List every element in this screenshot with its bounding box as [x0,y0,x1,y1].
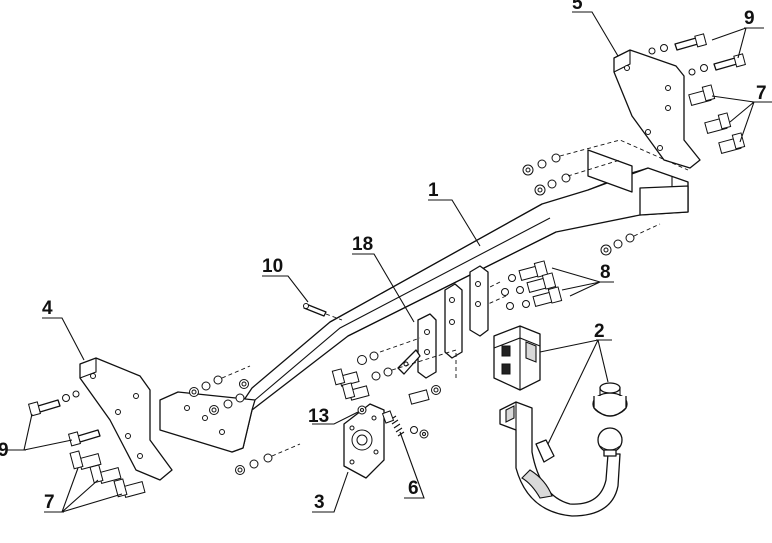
right-side-plate [613,49,701,169]
right-nuts [522,139,689,196]
socket-plate-3 [343,403,385,479]
callout-8: 8 [600,262,611,283]
right-bolts-7 [688,84,746,155]
beam-right-bracket [587,149,689,216]
callout-7-left: 7 [44,492,55,513]
pin-10 [303,303,343,321]
left-side-plate [79,357,173,481]
right-bolts-9 [648,33,746,76]
tow-ball-cap [592,382,628,417]
callout-3: 3 [314,492,325,513]
ball-receiver [493,325,541,391]
callout-2: 2 [594,321,605,342]
bolts-8 [487,260,563,310]
callout-13: 13 [308,406,329,427]
callout-6: 6 [408,478,419,499]
left-bolts-9 [27,390,101,447]
callout-9-right: 9 [744,8,755,29]
left-nuts [189,365,301,475]
washer-13 [357,405,367,415]
callout-18: 18 [352,234,373,255]
spring-6 [381,410,429,439]
beam-nuts-lower [600,223,661,256]
callout-5: 5 [572,0,583,14]
callout-labels: 1 2 3 4 5 6 7 7 8 9 9 10 13 18 [0,0,767,513]
center-bracket [397,265,489,379]
callout-9-left: 9 [0,440,9,461]
tow-ball-arm [499,401,623,517]
callout-4: 4 [42,298,53,319]
leader-lines [6,11,772,513]
left-bolts-7 [69,450,146,499]
callout-10: 10 [262,256,283,277]
callout-1: 1 [428,180,439,201]
callout-7-right: 7 [756,83,767,104]
center-fasteners [331,337,457,405]
